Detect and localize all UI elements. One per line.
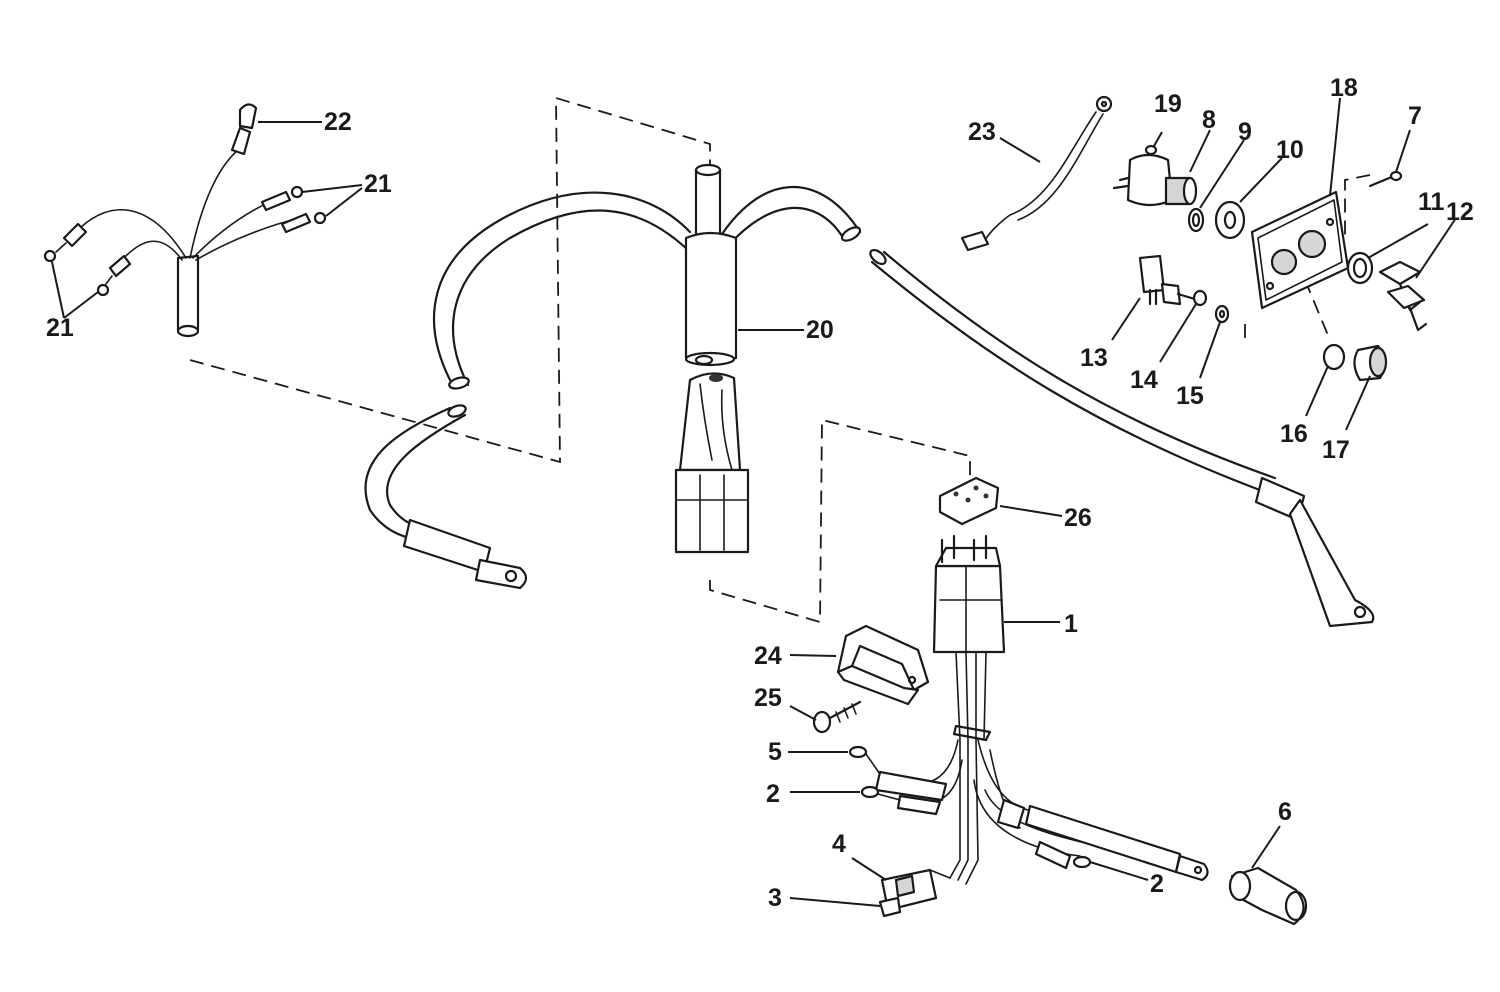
battery-cable-short xyxy=(960,95,1113,252)
callout-10: 10 xyxy=(1276,136,1304,164)
callout-14: 14 xyxy=(1130,366,1158,394)
assembly-dashed-lines xyxy=(189,96,1371,624)
callout-2-left: 2 xyxy=(766,780,780,808)
callout-16: 16 xyxy=(1280,420,1308,448)
callout-19: 19 xyxy=(1154,90,1182,118)
harness-wire-bundle xyxy=(43,103,327,338)
callout-6: 6 xyxy=(1278,798,1292,826)
main-cable-assembly xyxy=(364,163,1375,628)
callout-9: 9 xyxy=(1238,118,1252,146)
terminal-block-and-solenoid xyxy=(848,476,1209,918)
callout-1: 1 xyxy=(1064,610,1078,638)
callout-2-right: 2 xyxy=(1150,870,1164,898)
callout-23: 23 xyxy=(968,118,996,146)
callout-24: 24 xyxy=(754,642,782,670)
callout-22: 22 xyxy=(324,108,352,136)
callout-12: 12 xyxy=(1446,198,1474,226)
terminal-boot xyxy=(1228,866,1308,926)
callout-3: 3 xyxy=(768,884,782,912)
callout-15: 15 xyxy=(1176,382,1204,410)
callout-21-lower: 21 xyxy=(46,314,74,342)
callout-8: 8 xyxy=(1202,106,1216,134)
callout-25: 25 xyxy=(754,684,782,712)
callout-11: 11 xyxy=(1418,188,1445,216)
ignition-switch-assembly xyxy=(1112,144,1428,382)
callout-5: 5 xyxy=(768,738,782,766)
clamp-and-screw xyxy=(812,624,930,734)
callout-4: 4 xyxy=(832,830,846,858)
callout-numbers: 1 2 2 3 4 5 6 7 8 9 10 11 12 13 14 15 16… xyxy=(46,74,1474,912)
callout-leader-lines xyxy=(51,97,1457,907)
callout-7: 7 xyxy=(1408,102,1422,130)
callout-18: 18 xyxy=(1330,74,1358,102)
callout-13: 13 xyxy=(1080,344,1108,372)
callout-17: 17 xyxy=(1322,436,1350,464)
callout-20: 20 xyxy=(806,316,834,344)
callout-26: 26 xyxy=(1064,504,1092,532)
callout-21-upper: 21 xyxy=(364,170,392,198)
